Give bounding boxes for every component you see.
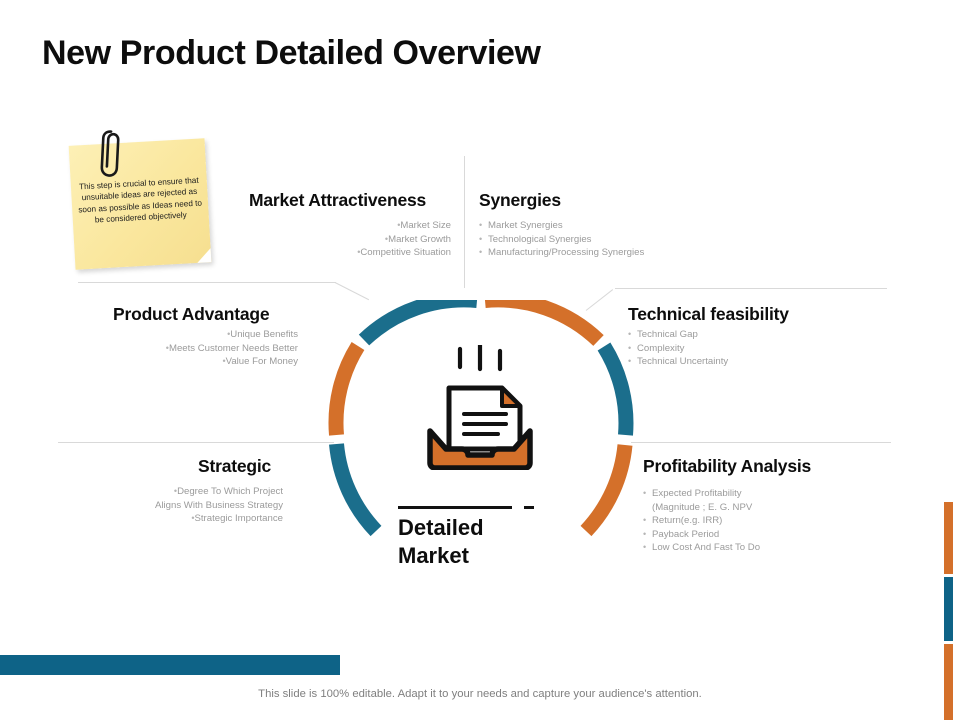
bullet-icon: • — [165, 342, 169, 353]
list-item: •Meets Customer Needs Better — [36, 342, 298, 356]
market-attractiveness-list: •Market Size •Market Growth •Competitive… — [179, 219, 451, 260]
sticky-note: This step is crucial to ensure that unsu… — [68, 130, 212, 270]
list-item-label: Meets Customer Needs Better — [168, 342, 298, 354]
list-item-label: Complexity — [637, 342, 685, 354]
process-ring — [328, 300, 634, 537]
footer-accent-bar — [0, 655, 340, 675]
list-item-label: Expected Profitability — [652, 488, 742, 499]
document-inbox-tray-icon — [427, 345, 533, 470]
list-item: • Low Cost And Fast To Do — [643, 541, 760, 555]
list-item-label: Aligns With Business Strategy — [155, 499, 283, 511]
bullet-icon: • — [643, 488, 647, 498]
list-item: •Market Growth — [179, 233, 451, 247]
bullet-icon: • — [643, 528, 647, 539]
list-item-label: Payback Period — [652, 528, 720, 540]
edge-bar-blue — [944, 577, 953, 641]
bullet-icon: • — [479, 233, 483, 244]
divider-upper-right — [615, 288, 887, 289]
list-item-label: (Magnitude ; E. G. NPV — [652, 501, 753, 513]
bullet-icon: • — [479, 220, 483, 230]
bullet-icon: • — [222, 356, 226, 367]
strategic-arc — [329, 443, 382, 537]
strategic-heading: Strategic — [198, 456, 272, 476]
list-item: (Magnitude ; E. G. NPV — [643, 501, 760, 515]
center-rule-dash — [524, 506, 534, 509]
list-item: • Payback Period — [643, 528, 760, 542]
list-item: • Technological Synergies — [479, 233, 644, 247]
paperclip-icon — [100, 130, 120, 177]
bullet-icon: • — [643, 542, 647, 553]
bullet-icon: • — [384, 233, 389, 244]
bullet-icon: • — [397, 220, 401, 230]
bullet-icon: • — [357, 247, 361, 258]
divider-lower-right — [631, 442, 891, 443]
list-item-label: Technological Synergies — [488, 233, 592, 245]
list-item-label: Technical Gap — [637, 329, 698, 340]
market-attractiveness-arc — [358, 300, 478, 346]
technical-feasibility-arc — [597, 342, 634, 436]
bullet-icon: • — [479, 247, 483, 258]
list-item: Aligns With Business Strategy — [36, 499, 283, 513]
page-title: New Product Detailed Overview — [42, 34, 541, 72]
list-item: • Market Synergies — [479, 219, 644, 233]
list-item: •Value For Money — [36, 355, 299, 369]
bullet-icon: • — [191, 513, 195, 524]
list-item: •Market Size — [179, 219, 451, 233]
edge-bar-orange-top — [944, 502, 953, 574]
synergies-list: • Market Synergies • Technological Synergi… — [479, 219, 644, 260]
list-item-label: Market Synergies — [488, 220, 563, 231]
profitability-analysis-list: • Expected Profitability (Magnitude ; E. … — [643, 487, 760, 555]
list-item-label: Manufacturing/Processing Synergies — [488, 247, 645, 259]
list-item-label: Technical Uncertainty — [637, 356, 729, 368]
bullet-icon: • — [628, 356, 632, 367]
list-item-label: Low Cost And Fast To Do — [652, 542, 761, 554]
bullet-icon: • — [227, 329, 231, 339]
product-advantage-arc — [328, 342, 365, 436]
bullet-icon: • — [643, 515, 647, 526]
list-item-label: Unique Benefits — [230, 329, 298, 340]
list-item-label: Value For Money — [225, 356, 298, 368]
list-item: •Strategic Importance — [36, 512, 283, 526]
list-item: • Technical Gap — [628, 328, 728, 342]
list-item: • Return(e.g. IRR) — [643, 514, 760, 528]
technical-feasibility-heading: Technical feasibility — [628, 304, 789, 324]
list-item-label: Competitive Situation — [360, 247, 451, 259]
list-item: •Competitive Situation — [179, 246, 451, 260]
divider-lower-left — [58, 442, 334, 443]
list-item: • Manufacturing/Processing Synergies — [479, 246, 644, 260]
profitability-analysis-heading: Profitability Analysis — [643, 456, 812, 476]
divider-upper-left-diagonal — [334, 282, 370, 301]
list-item: • Complexity — [628, 342, 728, 356]
product-advantage-list: •Unique Benefits •Meets Customer Needs B… — [36, 328, 298, 369]
edge-bar-orange-bottom — [944, 644, 953, 720]
center-label-line2: Market — [398, 543, 469, 568]
bullet-icon: • — [628, 329, 632, 339]
list-item: •Unique Benefits — [36, 328, 298, 342]
divider-top-vertical — [464, 156, 465, 288]
strategic-list: •Degree To Which Project Aligns With Bus… — [36, 485, 283, 526]
divider-upper-left — [78, 282, 336, 283]
synergies-heading: Synergies — [479, 190, 561, 210]
center-rule — [398, 506, 512, 509]
list-item: • Expected Profitability — [643, 487, 760, 501]
technical-feasibility-list: • Technical Gap • Complexity • Technical Un… — [628, 328, 728, 369]
center-label-line1: Detailed — [398, 515, 484, 540]
bullet-icon: • — [173, 486, 178, 496]
list-item: • Technical Uncertainty — [628, 355, 728, 369]
profitability-analysis-arc — [580, 444, 633, 537]
list-item-label: Degree To Which Project — [177, 486, 283, 497]
list-item-label: Market Growth — [388, 233, 451, 245]
market-attractiveness-heading: Market Attractiveness — [249, 190, 427, 210]
center-label: Detailed Market — [398, 514, 568, 570]
list-item: •Degree To Which Project — [36, 485, 283, 499]
product-advantage-heading: Product Advantage — [113, 304, 270, 324]
synergies-arc — [484, 300, 604, 346]
bullet-icon: • — [628, 342, 632, 353]
list-item-label: Strategic Importance — [194, 513, 283, 525]
footer-note: This slide is 100% editable. Adapt it to… — [258, 688, 702, 700]
list-item-label: Return(e.g. IRR) — [652, 515, 723, 527]
list-item-label: Market Size — [400, 220, 451, 231]
